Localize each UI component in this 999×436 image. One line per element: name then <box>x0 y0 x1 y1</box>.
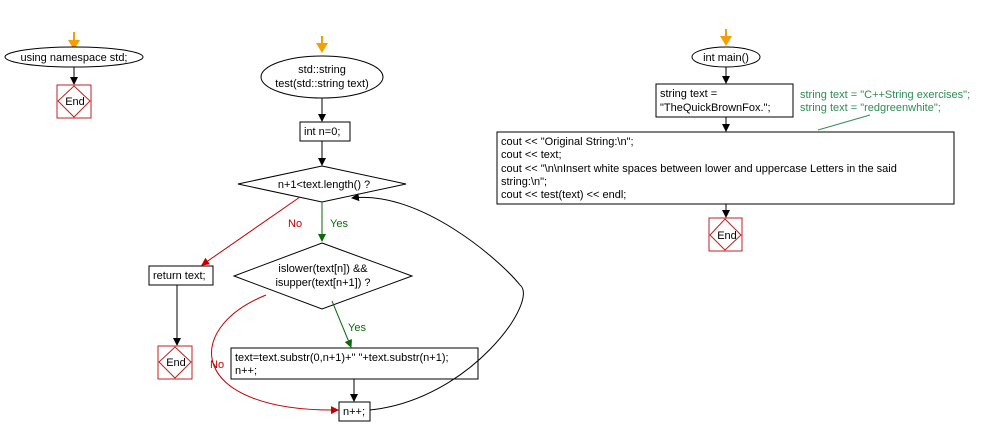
no-label-2: No <box>210 359 224 371</box>
yes-arrow-2 <box>331 300 353 348</box>
assign-line-1: text=text.substr(0,n+1)+" "+text.substr(… <box>235 352 449 364</box>
declaration-line-2: "TheQuickBrownFox."; <box>660 102 771 114</box>
entry-arrow-left <box>68 32 80 50</box>
end-text-right: End <box>717 230 737 242</box>
return-text: return text; <box>153 270 206 282</box>
function-line-1: std::string <box>298 64 346 76</box>
end-node-left: End <box>56 84 92 119</box>
end-node-right: End <box>708 217 743 252</box>
declaration-node <box>655 83 794 118</box>
output-line-4: string:\n"; <box>501 176 547 188</box>
function-node <box>260 55 384 99</box>
output-line-1: cout << "Original String:\n"; <box>501 136 634 148</box>
yes-label-2: Yes <box>348 322 366 334</box>
no-arrow-1 <box>201 196 301 266</box>
note-connector <box>817 114 871 131</box>
entry-arrow-middle <box>316 36 328 53</box>
note-line-2: string text = "redgreenwhite"; <box>800 102 941 114</box>
case-condition-node <box>232 242 414 310</box>
output-line-3: cout << "\n\nInsert white spaces between… <box>501 163 897 175</box>
case-condition-line-2: isupper(text[n+1]) ? <box>275 277 370 289</box>
case-condition-line-1: islower(text[n]) && <box>278 263 368 275</box>
init-text: int n=0; <box>304 126 340 138</box>
no-arrow-2 <box>211 294 339 415</box>
return-node <box>148 265 214 286</box>
increment-node <box>338 401 371 422</box>
output-node <box>496 131 955 205</box>
end-text-middle: End <box>166 357 186 369</box>
assign-line-2: n++; <box>235 365 257 377</box>
main-text: int main() <box>703 52 749 64</box>
init-node <box>299 121 351 142</box>
loop-back-arrow <box>351 193 524 411</box>
loop-condition-text: n+1<text.length() ? <box>278 179 370 191</box>
output-line-2: cout << text; <box>501 149 562 161</box>
increment-text: n++; <box>343 406 365 418</box>
output-line-5: cout << test(text) << endl; <box>501 189 626 201</box>
using-namespace-text: using namespace std; <box>20 52 127 64</box>
yes-label-1: Yes <box>330 218 348 230</box>
entry-arrow-right <box>720 29 732 46</box>
note-line-1: string text = "C++String exercises"; <box>800 89 970 101</box>
no-label-1: No <box>288 218 302 230</box>
function-line-2: test(std::string text) <box>275 78 369 90</box>
end-node-middle: End <box>157 345 193 380</box>
declaration-line-1: string text = <box>660 88 717 100</box>
end-text-left: End <box>65 96 85 108</box>
